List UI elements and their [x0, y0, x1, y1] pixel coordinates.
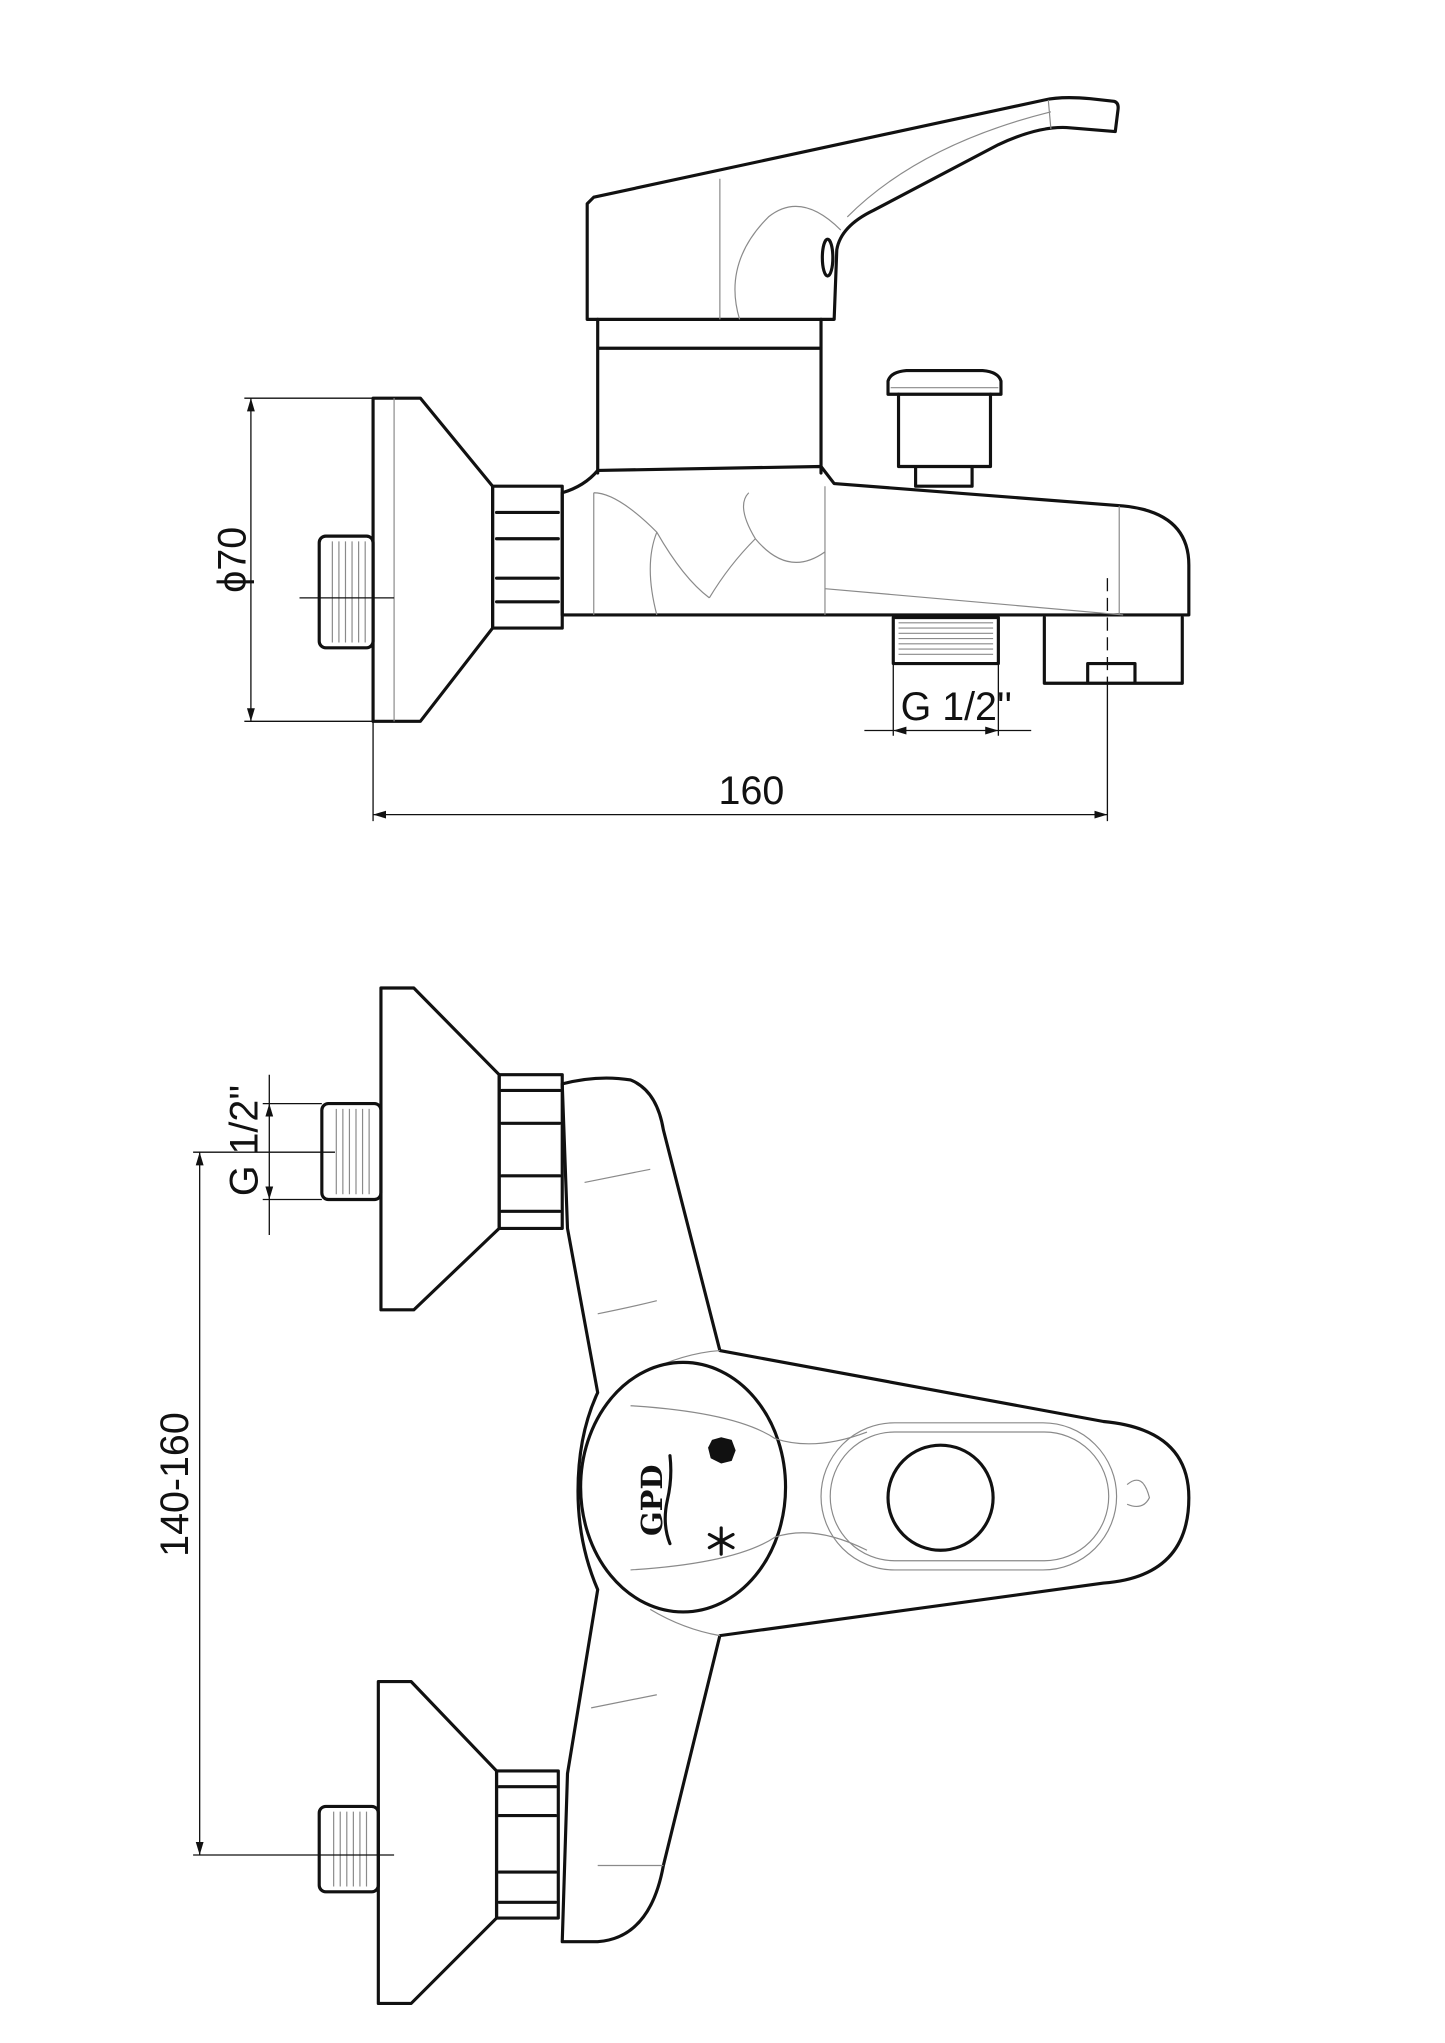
hot-indicator-icon [708, 1437, 736, 1464]
lever-knob[interactable] [886, 1443, 1151, 1552]
outlet-thread-label: G 1/2'' [901, 685, 1012, 729]
lower-inlet-connector [317, 1804, 380, 1894]
cold-indicator-icon [707, 1526, 735, 1556]
wall-rosette [371, 396, 495, 723]
brand-logo: GPD [635, 1454, 673, 1546]
front-view: GPD G 1/2'' 140-160 [153, 986, 1191, 2006]
lower-rosette [376, 1680, 499, 2006]
inlet-thread-label: G 1/2'' [222, 1085, 266, 1196]
lever-oval[interactable] [820, 1422, 1118, 1571]
upper-hex-nut [497, 1073, 564, 1230]
outlet-thread-dimension: G 1/2'' [864, 663, 1032, 736]
mixer-stem [596, 317, 823, 475]
center-distance-dimension: 140-160 [153, 1151, 395, 1856]
outlet-thread [891, 615, 1000, 666]
lower-hex-nut [494, 1769, 560, 1920]
logo-text: GPD [635, 1465, 669, 1536]
upper-rosette [379, 986, 501, 1312]
length-label: 160 [719, 769, 785, 813]
inlet-connector [299, 534, 395, 650]
diameter-label: ϕ70 [211, 527, 255, 593]
handle-plate [579, 1360, 868, 1614]
hex-nut [491, 484, 564, 630]
inlet-thread-dimension: G 1/2'' [222, 1074, 322, 1235]
diameter-dimension: ϕ70 [211, 397, 374, 722]
mixer-body [560, 464, 1191, 617]
lever-handle [585, 96, 1120, 321]
mixer-body-front [560, 1076, 1191, 1944]
spout-outlet [1042, 578, 1184, 685]
diverter-knob[interactable] [886, 369, 1003, 488]
side-view: ϕ70 160 G 1/2'' [211, 96, 1191, 822]
length-dimension: 160 [372, 683, 1109, 822]
center-distance-label: 140-160 [153, 1412, 197, 1557]
